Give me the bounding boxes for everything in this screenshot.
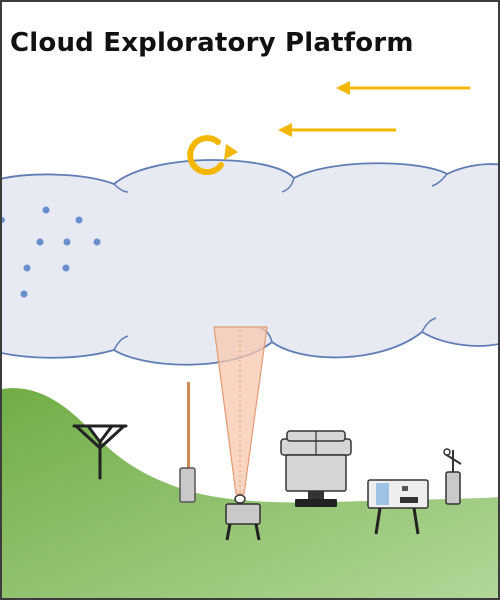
circulation-arrow-icon bbox=[187, 135, 238, 176]
wind-arrow-icon bbox=[278, 123, 396, 137]
cloud-droplets bbox=[2, 206, 101, 298]
mast-sensor bbox=[179, 382, 196, 503]
lidar-icon bbox=[367, 479, 429, 535]
wind-arrow-icon bbox=[336, 81, 470, 95]
cloud bbox=[2, 159, 498, 366]
antenna-icon bbox=[72, 424, 128, 480]
radar-beam-icon bbox=[213, 326, 268, 495]
radiometer-icon bbox=[280, 430, 352, 507]
ground bbox=[2, 388, 498, 598]
diagram-title: Cloud Exploratory Platform bbox=[10, 28, 414, 58]
radar-instrument bbox=[225, 494, 261, 541]
weather-station-icon bbox=[443, 448, 462, 505]
